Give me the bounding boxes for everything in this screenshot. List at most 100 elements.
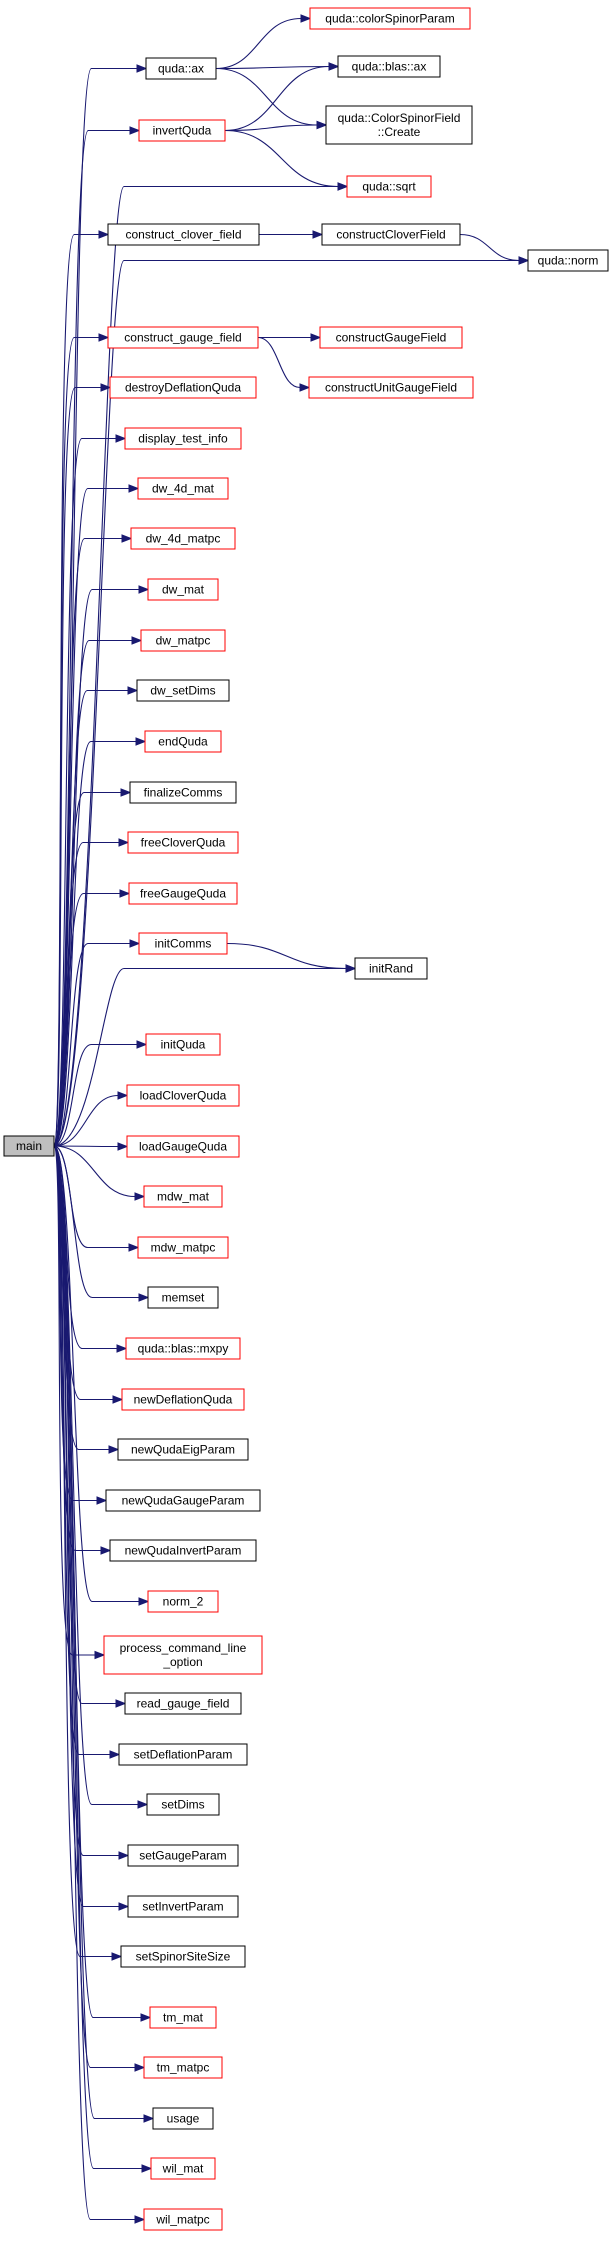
node-newQudaGaugeParam[interactable]: newQudaGaugeParam bbox=[105, 1489, 261, 1512]
node-label: destroyDeflationQuda bbox=[125, 381, 241, 395]
node-tm_mat[interactable]: tm_mat bbox=[149, 2006, 217, 2029]
node-quda_norm[interactable]: quda::norm bbox=[527, 249, 609, 272]
edge-main-to-initComms bbox=[53, 942, 130, 1147]
node-wil_matpc[interactable]: wil_matpc bbox=[143, 2208, 223, 2231]
node-endQuda[interactable]: endQuda bbox=[144, 730, 222, 753]
node-dw_mat[interactable]: dw_mat bbox=[147, 578, 219, 601]
node-construct_gauge_field[interactable]: construct_gauge_field bbox=[107, 326, 259, 349]
node-main[interactable]: main bbox=[3, 1135, 55, 1157]
arrowhead-main-to-invertQuda bbox=[129, 126, 141, 135]
edge-main-to-process_command_line_option bbox=[53, 1145, 95, 1656]
node-box bbox=[308, 376, 474, 399]
node-box bbox=[527, 249, 609, 272]
node-quda_ColorSpinorField_Create[interactable]: quda::ColorSpinorField::Create bbox=[325, 105, 473, 145]
node-process_command_line_option[interactable]: process_command_line_option bbox=[103, 1635, 263, 1675]
node-setDeflationParam[interactable]: setDeflationParam bbox=[118, 1743, 248, 1766]
node-initQuda[interactable]: initQuda bbox=[145, 1033, 221, 1056]
arrowhead-main-to-setSpinorSiteSize bbox=[111, 1952, 123, 1961]
node-setSpinorSiteSize[interactable]: setSpinorSiteSize bbox=[120, 1945, 246, 1968]
node-freeCloverQuda[interactable]: freeCloverQuda bbox=[127, 831, 239, 854]
node-setDims[interactable]: setDims bbox=[146, 1793, 220, 1816]
arrowhead-main-to-construct_gauge_field bbox=[98, 333, 110, 342]
node-box bbox=[143, 2056, 223, 2079]
node-quda_colorSpinorParam[interactable]: quda::colorSpinorParam bbox=[309, 7, 471, 30]
arrowhead-main-to-loadCloverQuda bbox=[117, 1091, 129, 1100]
node-construct_clover_field[interactable]: construct_clover_field bbox=[107, 223, 260, 246]
node-display_test_info[interactable]: display_test_info bbox=[124, 427, 242, 450]
node-setGaugeParam[interactable]: setGaugeParam bbox=[127, 1844, 239, 1867]
node-memset[interactable]: memset bbox=[147, 1286, 219, 1309]
arrowhead-main-to-finalizeComms bbox=[120, 788, 132, 797]
node-initRand[interactable]: initRand bbox=[354, 957, 428, 980]
node-read_gauge_field[interactable]: read_gauge_field bbox=[124, 1692, 242, 1715]
node-setInvertParam[interactable]: setInvertParam bbox=[127, 1895, 239, 1918]
node-label: quda::ColorSpinorField bbox=[338, 111, 461, 125]
edge-construct_gauge_field-to-constructUnitGaugeField bbox=[257, 336, 301, 389]
node-label: newQudaEigParam bbox=[131, 1443, 235, 1457]
node-label: constructGaugeField bbox=[336, 331, 447, 345]
node-dw_4d_matpc[interactable]: dw_4d_matpc bbox=[130, 527, 236, 550]
node-loadCloverQuda[interactable]: loadCloverQuda bbox=[126, 1084, 240, 1107]
node-label: mdw_mat bbox=[157, 1190, 210, 1204]
node-label: dw_matpc bbox=[156, 634, 211, 648]
edge-main-to-freeCloverQuda bbox=[53, 841, 119, 1147]
arrowhead-main-to-usage bbox=[143, 2114, 155, 2123]
edge-invertQuda-to-quda_sqrt bbox=[224, 129, 339, 188]
node-box bbox=[117, 1438, 249, 1461]
node-mdw_mat[interactable]: mdw_mat bbox=[143, 1185, 223, 1208]
arrowhead-main-to-endQuda bbox=[135, 737, 147, 746]
node-box bbox=[105, 1489, 261, 1512]
node-label: quda::ax bbox=[158, 62, 204, 76]
node-label: initComms bbox=[155, 937, 212, 951]
node-constructUnitGaugeField[interactable]: constructUnitGaugeField bbox=[308, 376, 474, 399]
arrowhead-main-to-dw_matpc bbox=[131, 636, 143, 645]
node-invertQuda[interactable]: invertQuda bbox=[138, 119, 226, 142]
arrowhead-main-to-newQudaInvertParam bbox=[100, 1546, 112, 1555]
arrowhead-main-to-tm_mat bbox=[140, 2013, 152, 2022]
node-constructGaugeField[interactable]: constructGaugeField bbox=[319, 326, 463, 349]
node-constructCloverField[interactable]: constructCloverField bbox=[321, 223, 461, 246]
arrowhead-constructCloverField-to-quda_norm bbox=[518, 256, 530, 265]
arrowhead-main-to-quda_ax bbox=[136, 64, 148, 73]
node-mdw_matpc[interactable]: mdw_matpc bbox=[137, 1236, 229, 1259]
node-box bbox=[150, 2157, 216, 2180]
node-newQudaInvertParam[interactable]: newQudaInvertParam bbox=[109, 1539, 257, 1562]
node-quda_blas_mxpy[interactable]: quda::blas::mxpy bbox=[125, 1337, 241, 1360]
node-quda_sqrt[interactable]: quda::sqrt bbox=[346, 175, 432, 198]
node-newDeflationQuda[interactable]: newDeflationQuda bbox=[121, 1388, 245, 1411]
node-label: dw_4d_matpc bbox=[146, 532, 221, 546]
node-label: read_gauge_field bbox=[137, 1697, 230, 1711]
node-quda_blas_ax[interactable]: quda::blas::ax bbox=[337, 55, 441, 78]
node-usage[interactable]: usage bbox=[152, 2107, 214, 2130]
node-label: process_command_line bbox=[120, 1641, 247, 1655]
node-initComms[interactable]: initComms bbox=[138, 932, 228, 955]
arrowhead-main-to-norm_2 bbox=[138, 1597, 150, 1606]
node-newQudaEigParam[interactable]: newQudaEigParam bbox=[117, 1438, 249, 1461]
edge-invertQuda-to-quda_ColorSpinorField_Create bbox=[224, 124, 318, 132]
node-box bbox=[145, 57, 217, 80]
arrowhead-construct_clover_field-to-constructCloverField bbox=[312, 230, 324, 239]
node-box bbox=[146, 1793, 220, 1816]
node-dw_matpc[interactable]: dw_matpc bbox=[140, 629, 226, 652]
node-destroyDeflationQuda[interactable]: destroyDeflationQuda bbox=[109, 376, 257, 399]
arrowhead-main-to-initQuda bbox=[136, 1040, 148, 1049]
node-box bbox=[3, 1135, 55, 1157]
arrowhead-main-to-display_test_info bbox=[115, 434, 127, 443]
arrowhead-invertQuda-to-quda_ColorSpinorField_Create bbox=[316, 120, 328, 130]
node-norm_2[interactable]: norm_2 bbox=[147, 1590, 219, 1613]
node-label: initQuda bbox=[161, 1038, 206, 1052]
node-dw_4d_mat[interactable]: dw_4d_mat bbox=[137, 477, 229, 500]
node-freeGaugeQuda[interactable]: freeGaugeQuda bbox=[128, 882, 238, 905]
node-finalizeComms[interactable]: finalizeComms bbox=[129, 781, 237, 804]
arrowhead-main-to-destroyDeflationQuda bbox=[100, 383, 112, 392]
node-wil_mat[interactable]: wil_mat bbox=[150, 2157, 216, 2180]
node-label: setGaugeParam bbox=[139, 1849, 226, 1863]
node-quda_ax[interactable]: quda::ax bbox=[145, 57, 217, 80]
node-loadGaugeQuda[interactable]: loadGaugeQuda bbox=[126, 1135, 240, 1158]
node-label: construct_gauge_field bbox=[124, 331, 241, 345]
node-tm_matpc[interactable]: tm_matpc bbox=[143, 2056, 223, 2079]
node-label: freeCloverQuda bbox=[141, 836, 226, 850]
edge-invertQuda-to-quda_blas_ax bbox=[224, 65, 330, 132]
nodes-layer: main quda::axinvertQudaconstruct_clover_f… bbox=[3, 7, 609, 2231]
node-dw_setDims[interactable]: dw_setDims bbox=[136, 679, 230, 702]
